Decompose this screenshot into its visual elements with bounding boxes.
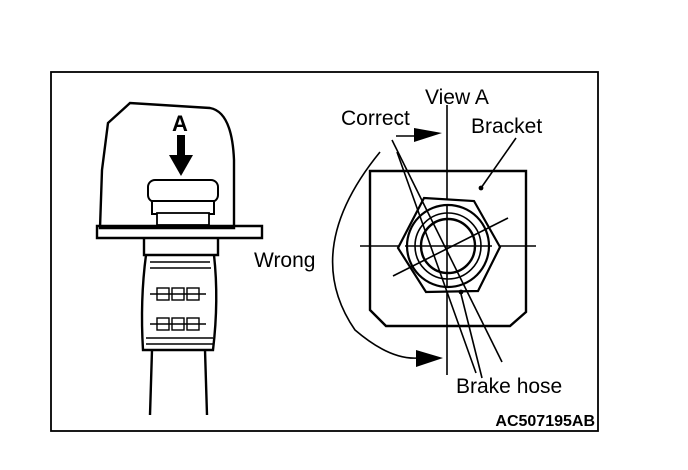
view-a bbox=[331, 105, 536, 379]
bracket-label: Bracket bbox=[471, 115, 542, 138]
wrong-label: Wrong bbox=[254, 249, 315, 272]
brake-hose-leader bbox=[460, 293, 483, 379]
figure-code: AC507195AB bbox=[495, 413, 595, 430]
rotation-arc bbox=[331, 151, 419, 359]
bracket-outline bbox=[368, 169, 528, 328]
wrong-axis-line bbox=[392, 217, 509, 277]
hose-tube bbox=[148, 349, 154, 416]
correct-arrow-icon bbox=[414, 128, 442, 142]
correct-axis-line bbox=[391, 139, 503, 363]
figure-frame bbox=[50, 71, 599, 432]
bracket-plate bbox=[95, 224, 264, 240]
view-a-title: View A bbox=[425, 86, 489, 109]
brake-hose-label: Brake hose bbox=[456, 375, 562, 398]
fitting-cap bbox=[147, 179, 219, 203]
housing-outline bbox=[98, 101, 236, 230]
hose-collar bbox=[142, 238, 220, 257]
fitting-base bbox=[156, 212, 210, 226]
arrow-a-icon bbox=[169, 135, 193, 176]
arrow-a-label: A bbox=[172, 111, 188, 136]
side-view: A bbox=[95, 101, 264, 416]
correct-label: Correct bbox=[341, 107, 410, 130]
rotation-arrow-icon bbox=[416, 350, 443, 367]
bracket-leader bbox=[480, 137, 517, 189]
crimp-marks bbox=[150, 287, 206, 331]
hose-crimp bbox=[140, 254, 218, 352]
fitting-nut bbox=[151, 200, 215, 215]
